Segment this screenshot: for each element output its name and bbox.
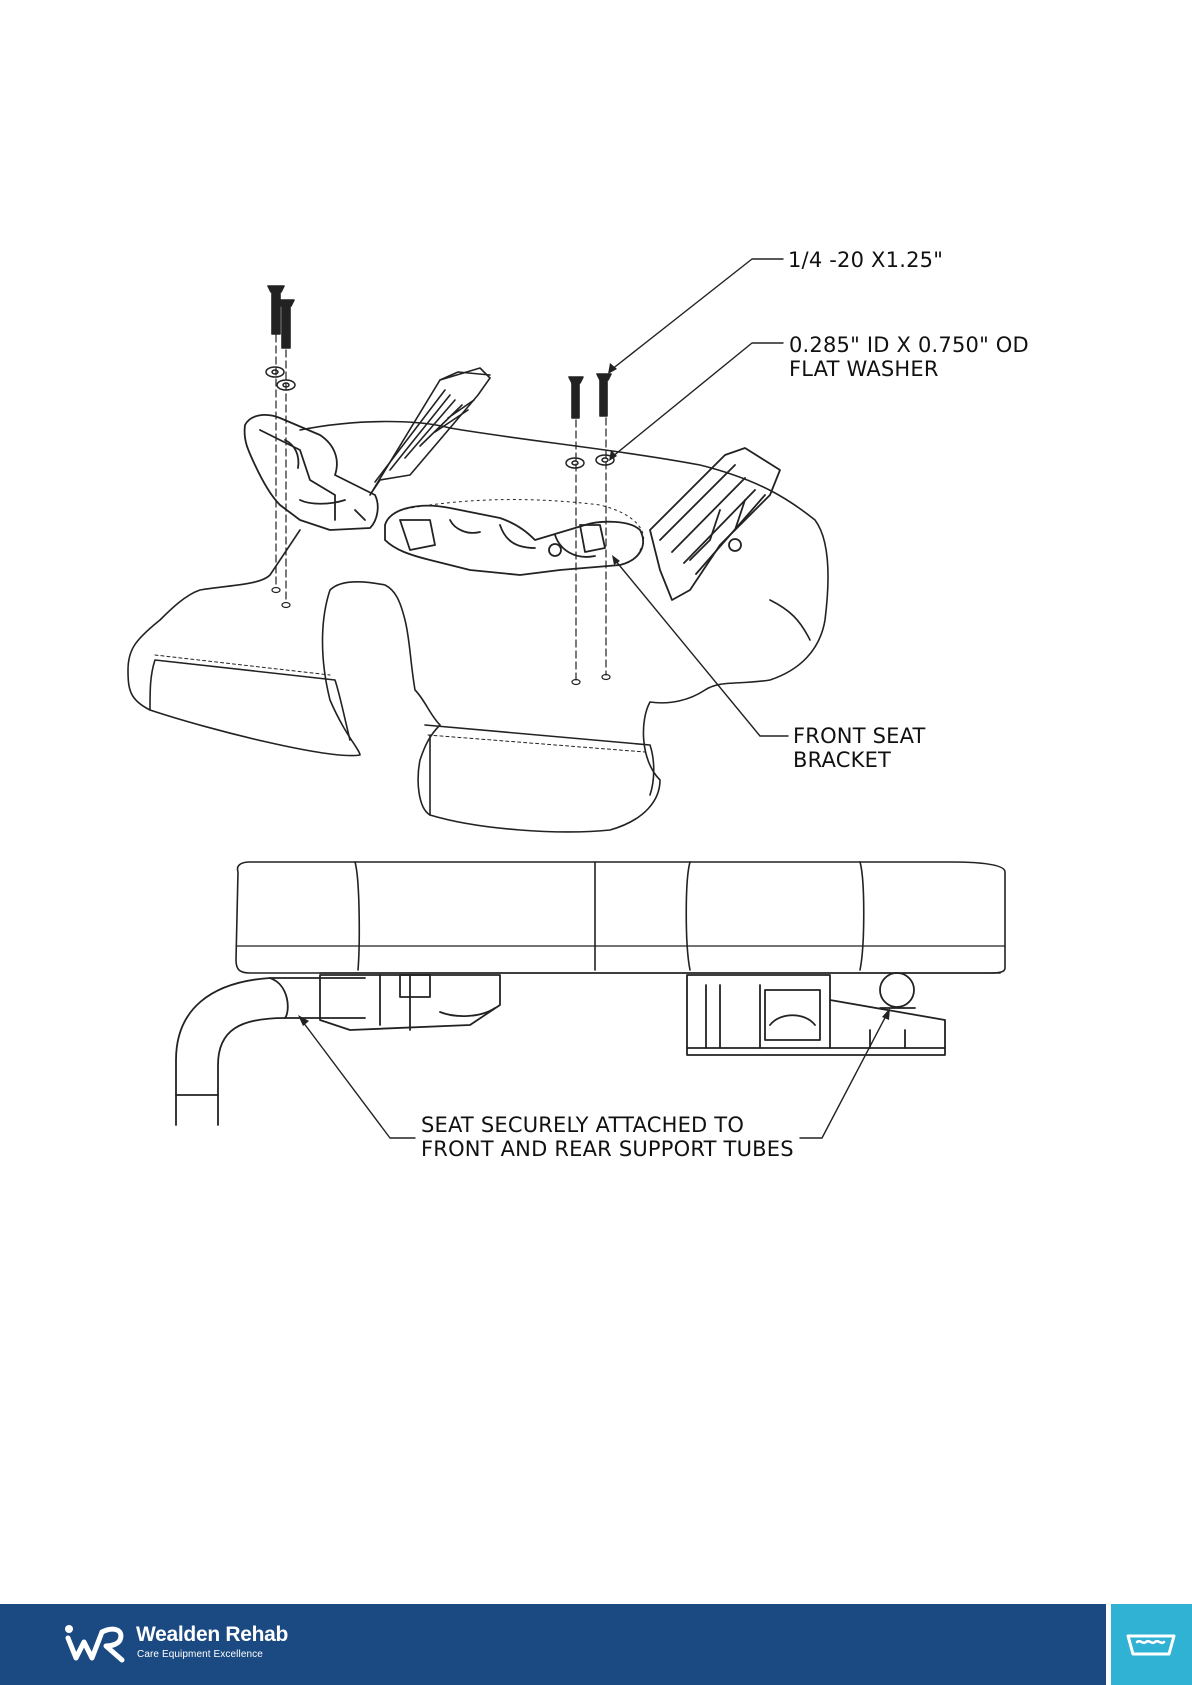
washer-spec-line-1: 0.285" ID X 0.750" OD: [789, 333, 1029, 357]
screw-spec-text: 1/4 -20 X1.25": [788, 248, 943, 272]
washer-spec-line-2: FLAT WASHER: [789, 357, 1029, 381]
bracket-callout-line-1: FRONT SEAT: [793, 724, 926, 748]
tubes-callout-line-1: SEAT SECURELY ATTACHED TO: [421, 1113, 794, 1137]
support-tubes-callout: SEAT SECURELY ATTACHED TO FRONT AND REAR…: [421, 1113, 794, 1161]
wealden-rehab-logo-icon: [62, 1622, 134, 1666]
screw-spec-callout: 1/4 -20 X1.25": [788, 248, 943, 272]
tubes-callout-line-2: FRONT AND REAR SUPPORT TUBES: [421, 1137, 794, 1161]
seat-left-pad-seam: [155, 655, 330, 675]
bath-icon: [1125, 1628, 1177, 1658]
front-bracket-side: [320, 975, 500, 1030]
assembly-axes: [276, 335, 606, 680]
bracket-callout-line-2: BRACKET: [793, 748, 926, 772]
seat-left-pad-face: [150, 660, 350, 740]
section-tab: [1111, 1604, 1192, 1685]
assembly-drawing: [0, 0, 1192, 1600]
leader-lines: [611, 259, 788, 736]
front-support-tube: [176, 978, 365, 1125]
seat-cushion-outline: [128, 422, 828, 832]
left-rear-bracket: [245, 415, 378, 530]
rear-bracket-side: [687, 973, 945, 1055]
washer-spec-callout: 0.285" ID X 0.750" OD FLAT WASHER: [789, 333, 1029, 381]
brand-name: Wealden Rehab: [136, 1623, 288, 1647]
front-seat-bracket: [385, 506, 643, 575]
seat-right-side: [770, 600, 810, 640]
seat-side-view: [236, 862, 1005, 973]
footer-bar: Wealden Rehab Care Equipment Excellence: [0, 1604, 1106, 1685]
right-seat-rail: [650, 448, 780, 600]
brand-tagline: Care Equipment Excellence: [137, 1649, 263, 1660]
seat-right-pad-face: [425, 725, 654, 795]
front-seat-bracket-callout: FRONT SEAT BRACKET: [793, 724, 926, 772]
seat-right-pad-seam: [428, 735, 645, 752]
seat-top-dotted: [400, 500, 644, 550]
